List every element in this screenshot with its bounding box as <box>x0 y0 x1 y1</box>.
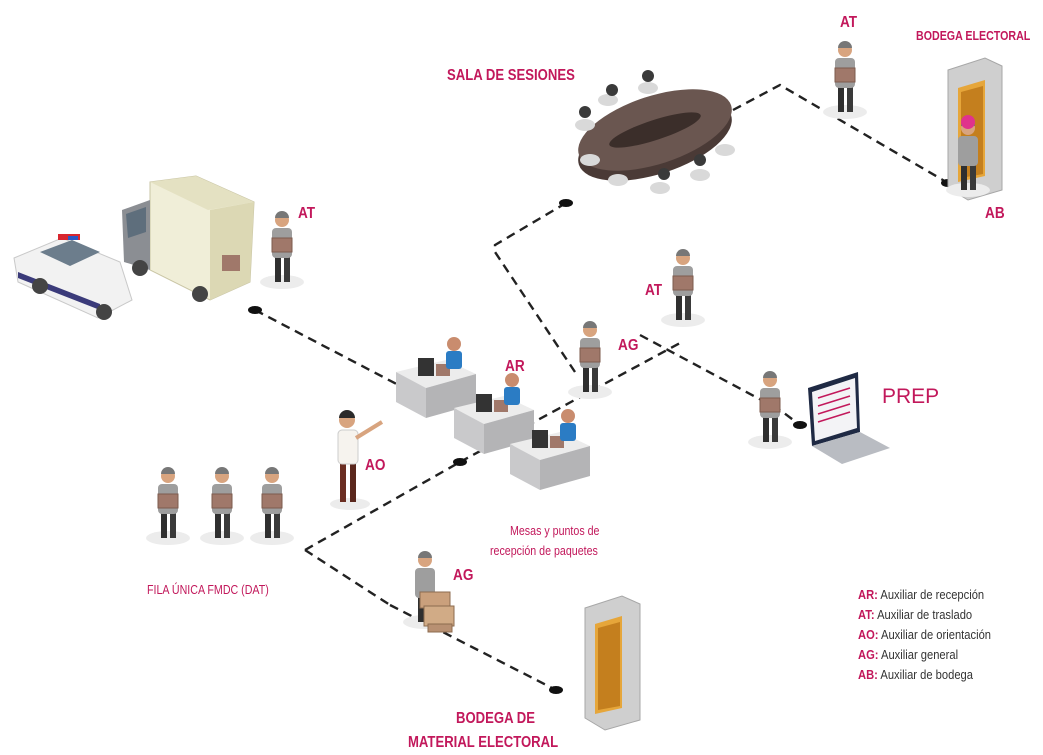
legend-row: AT: Auxiliar de traslado <box>858 605 991 625</box>
prep-worker <box>748 371 792 449</box>
bodega-electoral-label: BODEGA ELECTORAL <box>916 28 1031 43</box>
mesas-label-line2: recepción de paquetes <box>490 543 598 558</box>
code-ao: AO <box>365 457 386 474</box>
legend-text: Auxiliar de recepción <box>880 587 985 602</box>
legend-row: AB: Auxiliar de bodega <box>858 665 991 685</box>
traslado-worker-top <box>823 41 867 119</box>
bodega-material-door <box>584 595 641 731</box>
legend-text: Auxiliar de bodega <box>880 667 973 682</box>
legend-code: AO: <box>858 627 879 642</box>
legend-text: Auxiliar de traslado <box>877 607 973 622</box>
meeting-table-illustration <box>575 70 735 194</box>
legend-code: AR: <box>858 587 878 602</box>
legend-row: AR: Auxiliar de recepción <box>858 585 991 605</box>
legend-code: AT: <box>858 607 875 622</box>
path-nodes <box>248 179 955 694</box>
traslado-worker-mid <box>661 249 705 327</box>
code-at-top: AT <box>840 14 858 31</box>
connection-path <box>254 83 949 692</box>
prep-label: PREP <box>882 385 940 408</box>
bodega-material-label-line2: MATERIAL ELECTORAL <box>408 734 559 751</box>
police-car-illustration <box>13 234 133 320</box>
code-at-truck: AT <box>298 205 316 222</box>
code-ar: AR <box>505 358 525 375</box>
dolly-boxes-illustration <box>419 591 455 633</box>
legend-row: AG: Auxiliar general <box>858 645 991 665</box>
code-at-mid: AT <box>645 282 663 299</box>
code-ag-upper: AG <box>618 337 639 354</box>
mesas-label-line1: Mesas y puntos de <box>510 523 600 538</box>
orientation-person-illustration <box>330 410 384 510</box>
bodega-material-label-line1: BODEGA DE <box>456 710 535 727</box>
legend-code: AG: <box>858 647 879 662</box>
legend-text: Auxiliar general <box>881 647 959 662</box>
queue-worker-3 <box>250 467 294 545</box>
delivery-truck-illustration <box>122 175 255 302</box>
general-worker-upper <box>568 321 612 399</box>
sala-label: SALA DE SESIONES <box>447 67 575 84</box>
queue-worker-1 <box>146 467 190 545</box>
code-ag-lower: AG <box>453 567 474 584</box>
legend-row: AO: Auxiliar de orientación <box>858 625 991 645</box>
prep-laptop-illustration <box>808 372 890 464</box>
fila-label: FILA ÚNICA FMDC (DAT) <box>147 582 269 597</box>
queue-worker-2 <box>200 467 244 545</box>
code-ab: AB <box>985 205 1005 222</box>
legend: AR: Auxiliar de recepción AT: Auxiliar d… <box>858 585 991 685</box>
legend-code: AB: <box>858 667 878 682</box>
bodega-worker-cap <box>961 115 975 129</box>
legend-text: Auxiliar de orientación <box>881 627 992 642</box>
